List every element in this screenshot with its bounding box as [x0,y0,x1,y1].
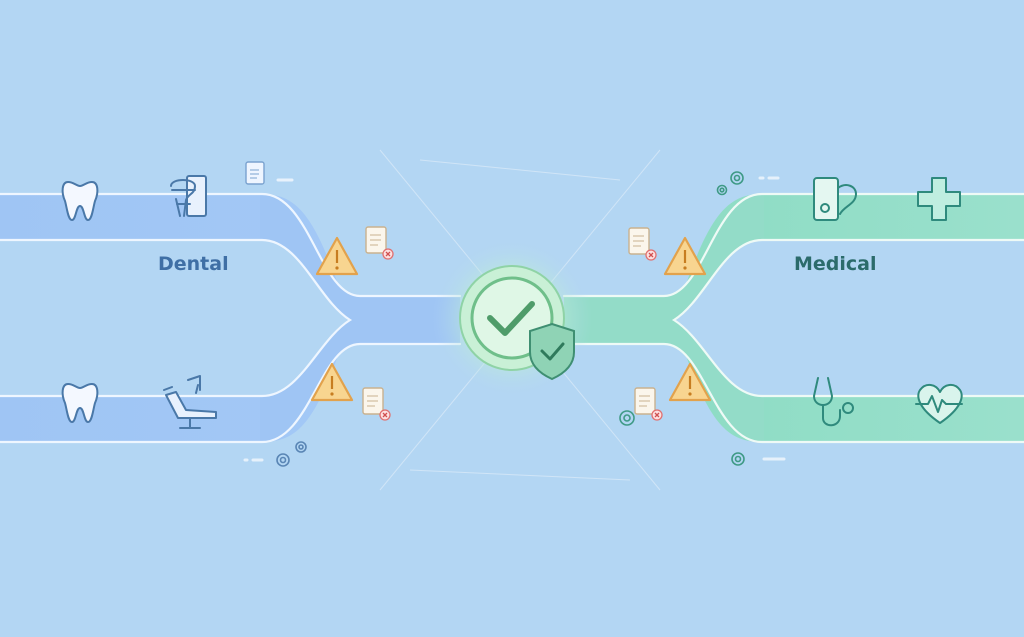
medical-icons [813,177,963,427]
medical-tablet-stethoscope-icon [813,177,857,221]
heart-pulse-icon [915,384,963,424]
document-error-icon [362,387,391,421]
document-error-icon [634,387,663,421]
tooth-icon [61,181,99,221]
warning-icon [310,362,354,402]
document-error-icon [628,227,657,261]
check-icon [487,301,535,336]
dental-lane-label: Dental [158,253,229,275]
dental-xray-icon [170,175,207,217]
warning-icon [315,236,359,276]
dental-icons [61,175,217,429]
shield-check-icon [529,322,575,381]
decor-dashes [243,176,786,462]
gear-icon [730,171,744,185]
validation-hub [432,238,592,398]
warning-icons [310,236,712,402]
warning-icon [668,362,712,402]
gear-icons [276,441,307,467]
gear-icon [716,184,728,196]
dental-chair-icon [163,375,217,429]
dental-merge [260,194,460,442]
document-error-icon [365,226,394,260]
gear-icon [276,453,290,467]
warning-icon [663,236,707,276]
stethoscope-icon [813,377,854,427]
document-icon [245,161,294,185]
medical-lane-label: Medical [794,253,877,275]
document-error-icons [362,226,663,421]
medical-flow [562,192,1024,444]
medical-merge [564,194,764,442]
gear-icons-medical [619,171,745,466]
gear-icon [295,441,307,453]
gear-icon [731,452,745,466]
medical-cross-icon [917,177,961,221]
gear-icon [619,410,635,426]
tooth-icon [61,383,99,423]
